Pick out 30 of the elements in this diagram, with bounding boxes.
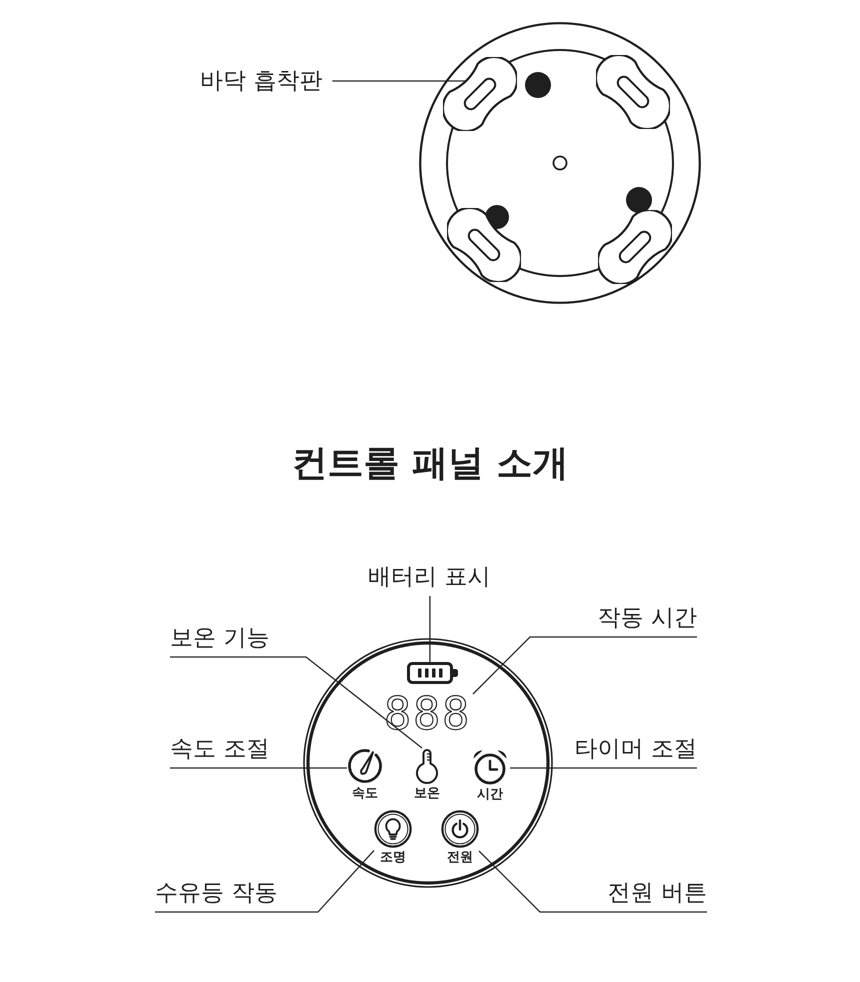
leader-line <box>472 636 697 694</box>
button-label: 시간 <box>477 788 503 802</box>
suction-pad <box>447 208 521 282</box>
suction-pad <box>443 57 517 131</box>
leader-line <box>429 596 431 662</box>
button-label: 조명 <box>380 851 406 865</box>
callout-label: 보온 기능 <box>170 619 270 657</box>
leader-line <box>170 656 422 749</box>
leader-line <box>155 850 374 913</box>
section-title: 컨트롤 패널 소개 <box>291 442 569 486</box>
leader-line <box>332 80 467 82</box>
button-label: 보온 <box>414 787 440 801</box>
callout-label: 작동 시간 <box>598 599 697 637</box>
suction-pad <box>598 210 672 284</box>
leader-line <box>510 767 697 769</box>
leader-line <box>170 767 347 769</box>
callout-label: 바닥 흡착판 <box>200 62 322 100</box>
button-label: 전원 <box>447 851 473 865</box>
callout-label: 속도 조절 <box>170 730 270 768</box>
callout-label: 수유등 작동 <box>155 874 278 912</box>
battery-icon <box>407 662 459 684</box>
control-panel <box>303 638 553 888</box>
callout-label: 타이머 조절 <box>574 730 697 768</box>
digit-display: 888 <box>384 694 472 734</box>
suction-pad <box>596 55 670 129</box>
button-label: 속도 <box>352 787 378 801</box>
suction-base <box>419 22 701 304</box>
leader-line <box>478 850 707 913</box>
callout-label: 배터리 표시 <box>368 558 490 596</box>
callout-label: 전원 버튼 <box>608 874 707 912</box>
